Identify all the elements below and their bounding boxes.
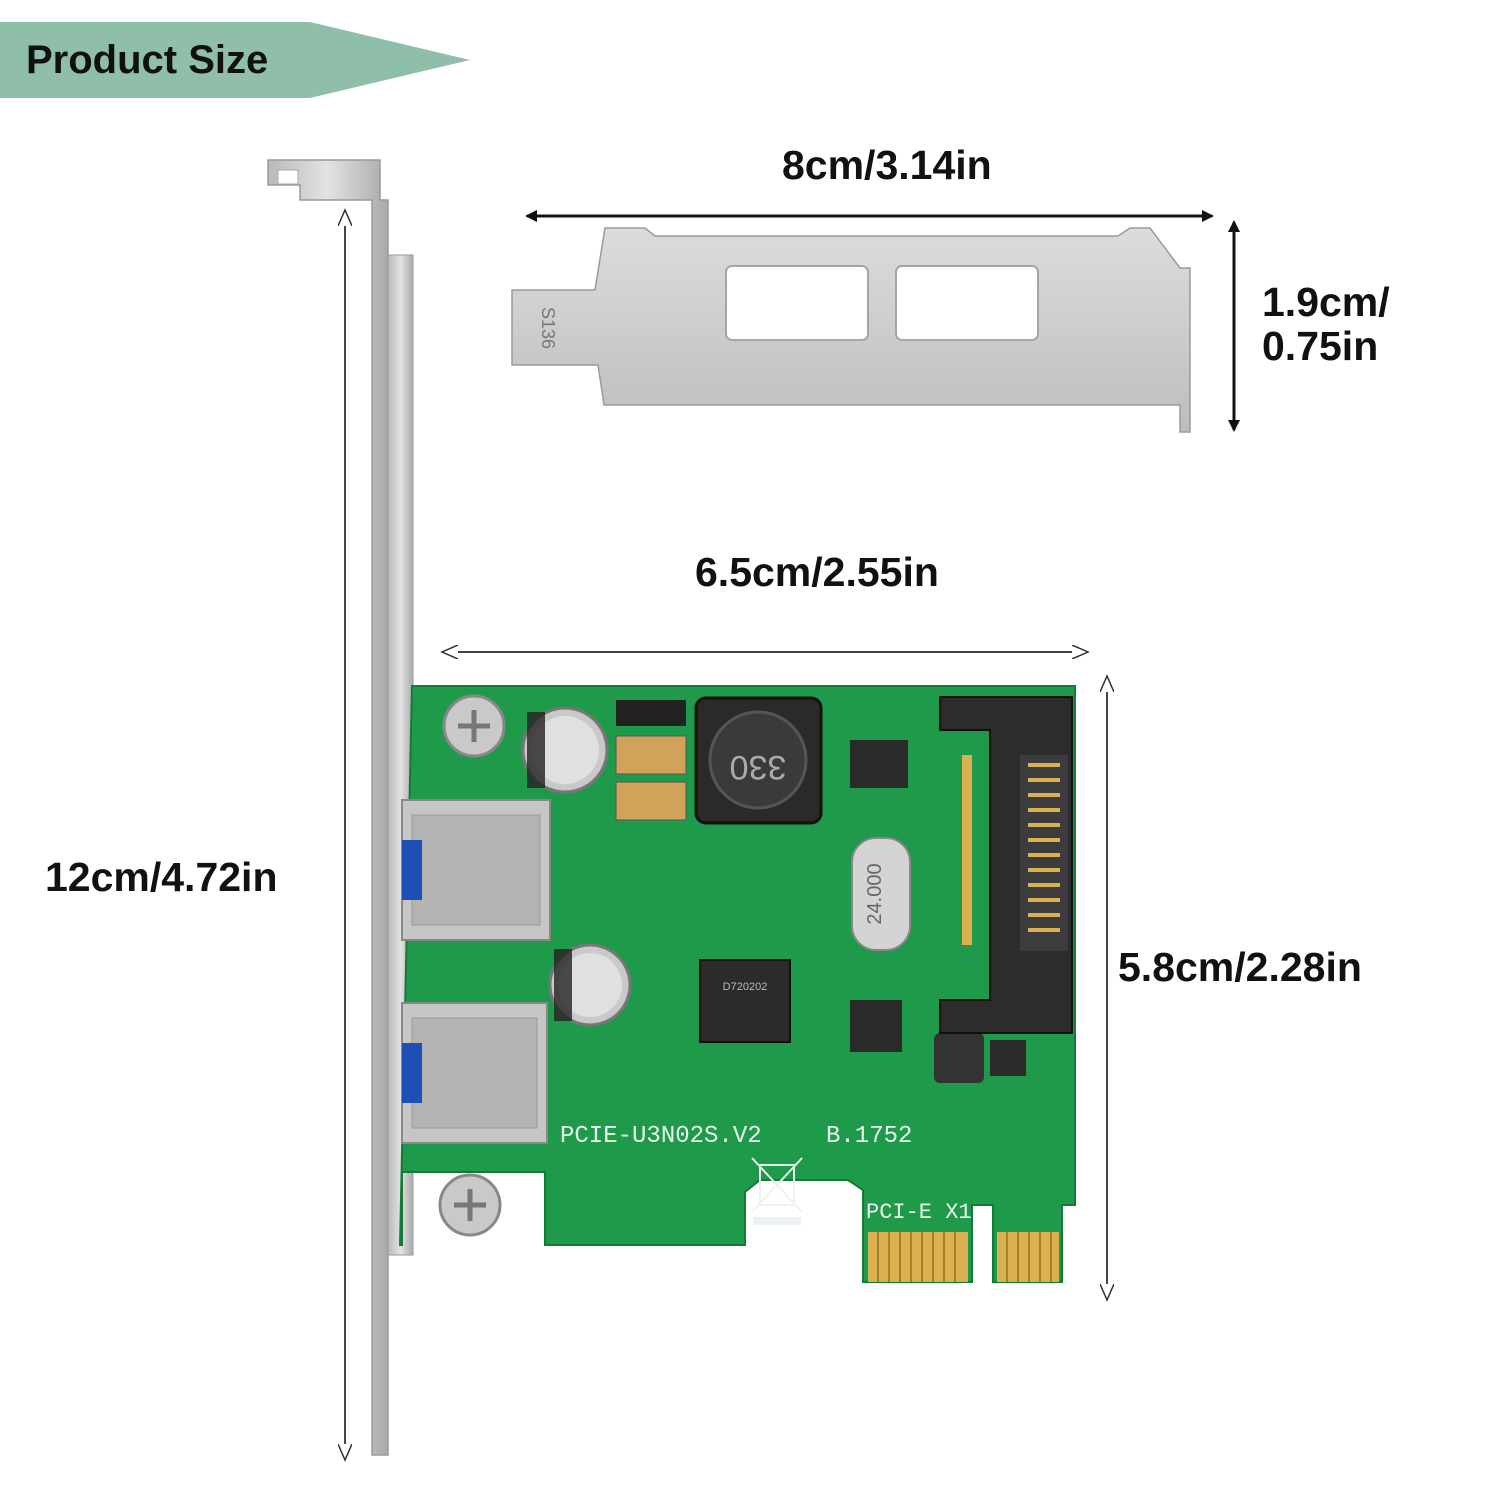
crystal-oscillator: 24.000 xyxy=(851,837,911,951)
full-height-bracket xyxy=(267,159,414,1456)
board-batch-label: B.1752 xyxy=(826,1123,912,1150)
low-profile-bracket: S136 xyxy=(511,227,1191,433)
usb3-expansion-card: 330 24.000 D720202 xyxy=(398,685,1076,1283)
card-width-label: 6.5cm/2.55in xyxy=(695,549,939,595)
capacitor-top xyxy=(521,706,609,794)
card-height-label: 5.8cm/2.28in xyxy=(1118,944,1362,990)
usb-port-bottom xyxy=(401,1002,548,1144)
sata-power-connector xyxy=(939,696,1073,1034)
board-slot-label: PCI-E X1 xyxy=(866,1200,972,1225)
low-profile-height-label-line2: 0.75in xyxy=(1262,323,1379,369)
low-profile-width-label: 8cm/3.14in xyxy=(782,142,992,188)
svg-text:24.000: 24.000 xyxy=(864,863,886,924)
weee-icon xyxy=(751,1157,803,1225)
bracket-stamp: S136 xyxy=(538,307,558,349)
svg-text:330: 330 xyxy=(730,748,787,786)
product-size-banner: Product Size xyxy=(0,22,470,98)
svg-text:D720202: D720202 xyxy=(723,981,768,993)
inductor: 330 xyxy=(694,696,823,825)
usb-port-top xyxy=(401,799,551,941)
usb-controller-chip: D720202 xyxy=(699,959,791,1043)
low-profile-height-label-line1: 1.9cm/ xyxy=(1262,279,1390,325)
board-model-label: PCIE-U3N02S.V2 xyxy=(560,1123,762,1150)
pcie-gold-fingers xyxy=(868,1232,1059,1282)
capacitor-bottom xyxy=(548,943,632,1027)
bracket-height-label: 12cm/4.72in xyxy=(45,854,278,900)
banner-arrow-shape xyxy=(0,22,470,98)
banner-title: Product Size xyxy=(26,38,269,82)
